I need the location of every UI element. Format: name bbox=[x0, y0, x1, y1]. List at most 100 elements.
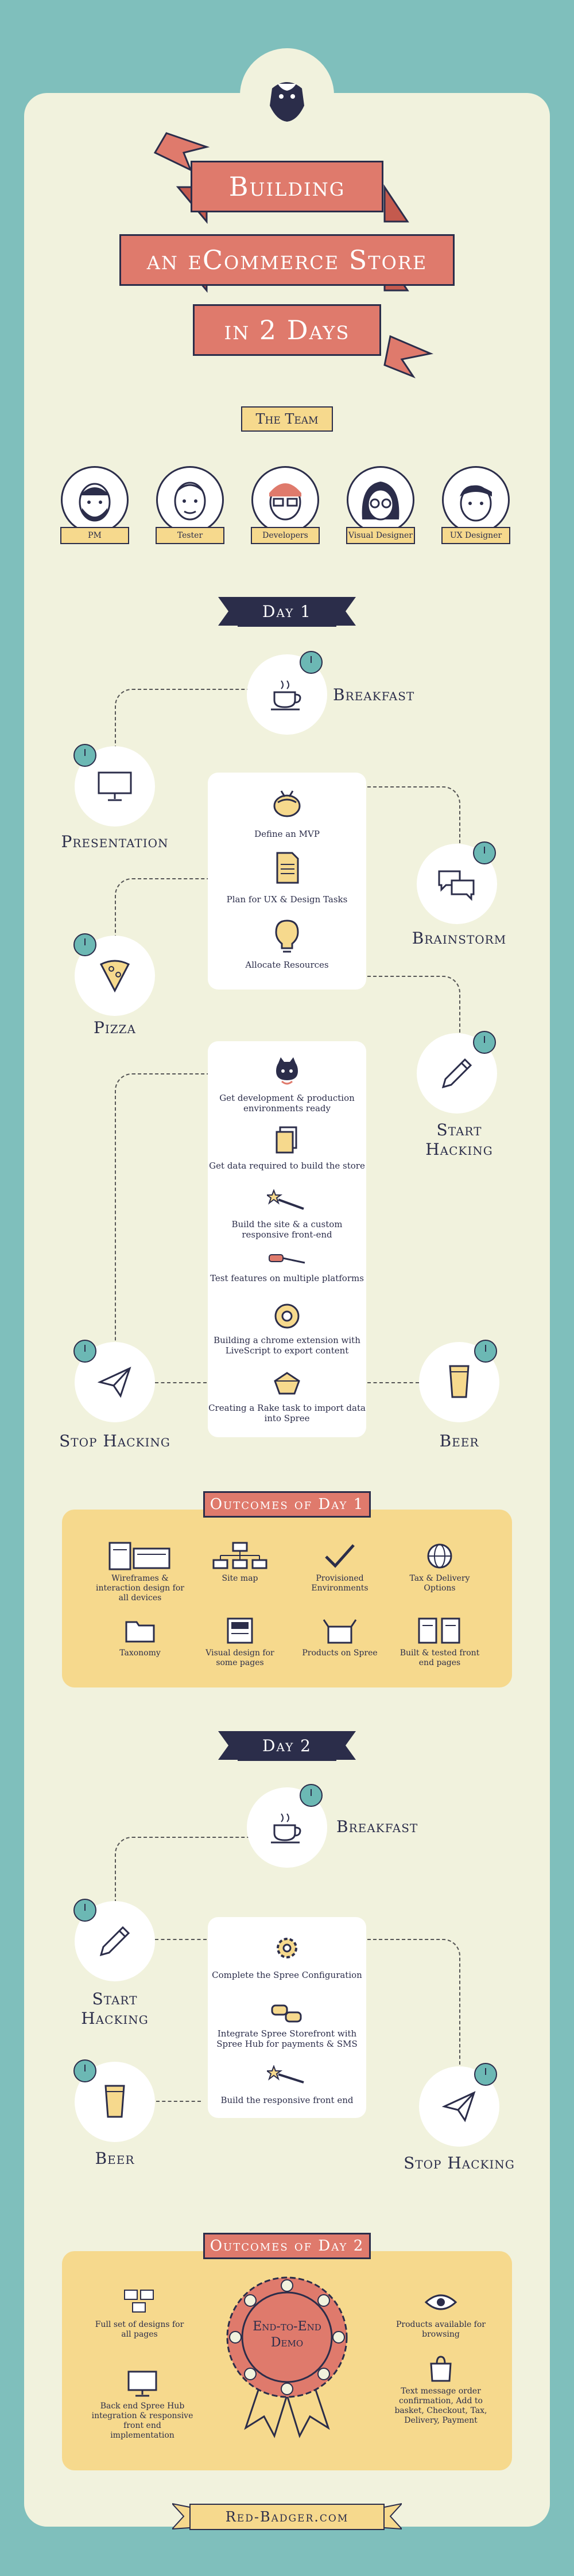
pages-pair-icon bbox=[418, 1617, 460, 1644]
screwdriver-icon bbox=[269, 1254, 305, 1264]
outcome-item: Full set of designs for all pages bbox=[91, 2288, 188, 2340]
task-text: Test features on multiple platforms bbox=[210, 1273, 364, 1283]
globe-icon bbox=[427, 1543, 452, 1569]
connector bbox=[115, 689, 288, 765]
day1-ribbon-tails bbox=[218, 597, 356, 626]
pizza-slice-icon bbox=[99, 960, 130, 993]
clock-icon bbox=[300, 651, 323, 674]
day2-ribbon-tails bbox=[218, 1731, 356, 1760]
speech-bubbles-icon bbox=[438, 870, 475, 901]
task-text: Get data required to build the store bbox=[209, 1161, 365, 1171]
clock-icon bbox=[474, 1340, 497, 1363]
task-text: Plan for UX & Design Tasks bbox=[226, 894, 348, 905]
team-heading: The Team bbox=[241, 406, 333, 432]
day1-heading: Day 1 bbox=[238, 597, 336, 627]
connector bbox=[115, 2101, 201, 2103]
footer-site-link[interactable]: Red-Badger.com bbox=[189, 2504, 385, 2530]
beer-glass-icon bbox=[104, 2085, 125, 2118]
pages-icon bbox=[276, 1126, 297, 1154]
task-text: Build the responsive front end bbox=[220, 2095, 354, 2105]
document-icon bbox=[276, 852, 299, 884]
desktop-icon bbox=[127, 2371, 157, 2397]
page-layout-icon bbox=[227, 1617, 253, 1644]
outcome-text: Tax & Delivery Options bbox=[409, 1574, 470, 1593]
day2-card: Complete the Spree Configuration Integra… bbox=[208, 1917, 366, 2118]
outcome-text: Provisioned Environments bbox=[311, 1574, 369, 1593]
task-text: Creating a Rake task to import data into… bbox=[208, 1403, 366, 1423]
coffee-cup-icon bbox=[271, 1813, 301, 1844]
breakfast-label: Breakfast bbox=[336, 1817, 418, 1836]
outcome-item: Products on Spree bbox=[294, 1616, 386, 1658]
clock-icon bbox=[473, 1031, 496, 1054]
outcome-text: Products on Spree bbox=[302, 1648, 378, 1658]
connector bbox=[115, 1073, 214, 1344]
day2-heading: Day 2 bbox=[238, 1731, 336, 1761]
outcome-text: Back end Spree Hub integration & respons… bbox=[91, 2402, 193, 2440]
rosette-art bbox=[226, 2276, 348, 2438]
outcome-item: Tax & Delivery Options bbox=[394, 1542, 486, 1593]
pizza-node bbox=[75, 936, 155, 1016]
rosette-label: End-to-End Demo bbox=[253, 2319, 321, 2350]
task-text: Allocate Resources bbox=[245, 960, 329, 970]
monitor-icon bbox=[98, 771, 132, 801]
beer-label: Beer bbox=[439, 1431, 479, 1450]
title-line-3: in 2 Days bbox=[193, 304, 381, 356]
beer-glass-icon bbox=[449, 1365, 470, 1398]
clock-icon bbox=[300, 1784, 323, 1807]
chrome-icon bbox=[274, 1303, 300, 1329]
outcome-item: Text message order confirmation, Add to … bbox=[389, 2354, 492, 2426]
day1-card-1: Define an MVP Plan for UX & Design Tasks… bbox=[208, 773, 366, 990]
connector bbox=[367, 786, 460, 851]
outcome-text: Built & tested front end pages bbox=[400, 1648, 480, 1667]
clock-icon bbox=[73, 933, 96, 956]
outcome-text: Site map bbox=[222, 1574, 258, 1583]
team-member-ux-designer: UX Designer bbox=[439, 466, 513, 544]
task-text: Building a chrome extension with LiveScr… bbox=[214, 1335, 360, 1356]
title-line-1: Building bbox=[191, 161, 383, 212]
outcome-item: Wireframes & interaction design for all … bbox=[94, 1542, 186, 1603]
visual-designer-avatar-icon bbox=[347, 466, 414, 534]
outcome-item: Visual design for some pages bbox=[194, 1616, 286, 1668]
brainstorm-label: Brainstorm bbox=[412, 929, 507, 948]
outcome-item: Provisioned Environments bbox=[294, 1542, 386, 1593]
stop-hacking-label: Stop Hacking bbox=[404, 2154, 515, 2172]
member-role: Developers bbox=[251, 527, 320, 544]
ux-designer-avatar-icon bbox=[442, 466, 510, 534]
member-role: PM bbox=[60, 527, 129, 544]
wireframes-icon bbox=[108, 1542, 170, 1570]
outcomes-day1-box: Wireframes & interaction design for all … bbox=[62, 1510, 512, 1687]
clock-icon bbox=[73, 1340, 96, 1363]
outcome-item: Built & tested front end pages bbox=[394, 1616, 486, 1668]
connector bbox=[367, 976, 460, 1040]
octocat-icon bbox=[276, 1057, 298, 1085]
gem-icon bbox=[274, 1372, 300, 1395]
badger-logo-icon bbox=[270, 82, 304, 122]
connector bbox=[367, 1382, 419, 1384]
connector bbox=[155, 1939, 207, 1941]
screens-icon bbox=[124, 2290, 154, 2313]
title-line-2: an eCommerce Store bbox=[119, 234, 455, 286]
outcome-text: Wireframes & interaction design for all … bbox=[96, 1574, 184, 1603]
logo-badge bbox=[240, 48, 334, 142]
connector bbox=[115, 878, 214, 937]
magic-wand-icon bbox=[267, 1189, 304, 1210]
pm-avatar-icon bbox=[61, 466, 129, 534]
clock-icon bbox=[474, 2063, 497, 2086]
task-text: Get development & production environment… bbox=[219, 1093, 355, 1114]
outcome-text: Full set of designs for all pages bbox=[95, 2320, 184, 2339]
checkmark-icon bbox=[325, 1544, 355, 1568]
eye-icon bbox=[424, 2294, 457, 2310]
folder-icon bbox=[125, 1621, 155, 1643]
outcome-text: Visual design for some pages bbox=[205, 1648, 274, 1667]
connector bbox=[155, 1382, 207, 1384]
clock-icon bbox=[73, 1899, 96, 1922]
breakfast-label: Breakfast bbox=[333, 685, 415, 704]
magic-wand-icon bbox=[267, 2065, 304, 2084]
team-member-pm: PM bbox=[57, 466, 132, 544]
developers-avatar-icon bbox=[251, 466, 319, 534]
shopping-bag-icon bbox=[430, 2356, 452, 2382]
paper-plane-icon bbox=[98, 1367, 131, 1398]
paper-plane-icon bbox=[442, 2091, 476, 2123]
pencil-icon bbox=[441, 1058, 472, 1089]
day1-card-2: Get development & production environment… bbox=[208, 1041, 366, 1437]
